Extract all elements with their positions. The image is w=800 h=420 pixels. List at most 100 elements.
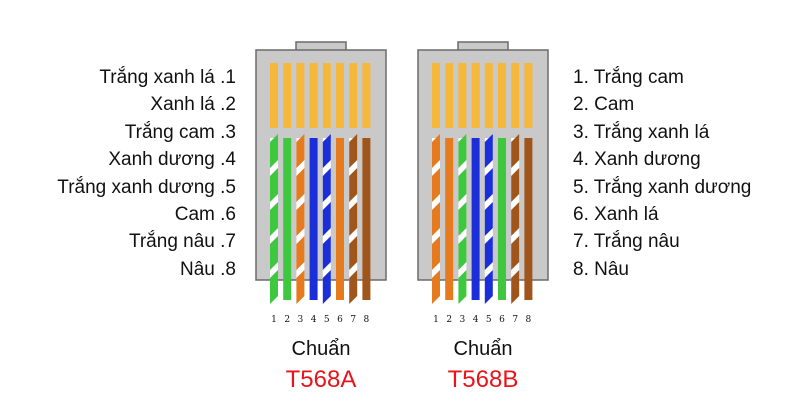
t568b-pin-labels: 1. Trắng cam 2. Cam 3. Trắng xanh lá 4. … [573,64,751,283]
t568a-wire-1-stripe [270,202,278,236]
t568a-pin-label-7: Trắng nâu .7 [128,231,236,253]
t568b-pin-label-1: 1. Trắng cam [573,67,684,88]
t568a-pin-number-2: 2 [284,315,290,325]
t568b-wire-3-stripe [458,270,467,304]
t568b-pin-label-7: 7. Trắng nâu [573,231,680,253]
t568a-wire-5-stripe [322,134,331,168]
t568b-pin-number-2: 2 [446,315,452,325]
t568a-pin-number-4: 4 [311,315,317,325]
t568a-pin-label-1: Trắng xanh lá .1 [99,67,236,88]
t568a-wire-5-stripe [322,202,331,236]
t568b-wire-5-stripe [484,270,493,304]
t568a-contact-1 [270,63,278,128]
t568a-wire-7-stripe [349,270,358,304]
t568a-wire-1-stripe [270,168,278,202]
t568b-pin-number-7: 7 [512,315,518,325]
t568a-pin-label-6: Cam .6 [174,203,236,225]
t568a-wire-7-stripe [349,168,358,202]
t568b-code: T568B [447,366,519,393]
t568a-wire-3-stripe [296,168,305,202]
t568b-contact-8 [524,63,533,128]
t568b-wire-3-stripe [458,236,467,270]
t568b-pin-label-8: 8. Nâu [573,258,629,280]
t568b-wire-1-stripe [432,236,440,270]
t568b-contact-7 [511,63,520,128]
t568b-wire-5-stripe [484,236,493,270]
t568b-contact-3 [458,63,467,128]
t568a-pin-number-5: 5 [324,315,330,325]
t568b-pin-label-4: 4. Xanh dương [573,149,701,171]
t568b-pin-label-3: 3. Trắng xanh lá [573,121,710,143]
t568b-pin-number-4: 4 [473,315,479,325]
t568a-pin-label-5: Trắng xanh dương .5 [57,176,236,198]
t568a-wire-7-stripe [349,202,358,236]
t568b-wire-5-stripe [484,202,493,236]
t568a-contact-2 [283,63,292,128]
t568b-pin-number-6: 6 [499,315,505,325]
t568b-wire-4 [471,138,480,300]
t568a-pin-number-8: 8 [364,315,370,325]
t568b-wire-7-stripe [511,270,520,304]
t568b-wire-3-stripe [458,134,467,168]
t568b-pin-number-8: 8 [526,315,532,325]
t568a-wire-4 [309,138,318,300]
t568a-wire-8 [362,138,371,300]
t568a-wire-3-stripe [296,134,305,168]
t568a-pin-labels: Trắng xanh lá .1 Xanh lá .2 Trắng cam .3… [57,64,236,283]
t568a-wire-2 [283,138,292,300]
t568a-pin-number-7: 7 [350,315,356,325]
t568b-wire-1-stripe [432,270,440,304]
t568b-wire-3-stripe [458,202,467,236]
t568a-pin-number-6: 6 [337,315,343,325]
t568b-pin-label-5: 5. Trắng xanh dương [573,176,752,198]
t568b-wire-1-stripe [432,134,440,168]
t568a-wire-7-stripe [349,236,358,270]
t568b-pin-label-6: 6. Xanh lá [573,203,659,225]
t568a-wire-7-stripe [349,134,358,168]
t568b-pin-number-5: 5 [486,315,492,325]
t568a-contact-6 [336,63,344,128]
t568a-wire-1-stripe [270,270,278,304]
t568b-wire-5-stripe [484,134,493,168]
t568b-wire-1-stripe [432,202,440,236]
t568b-wire-3-stripe [458,168,467,202]
t568a-wire-3-stripe [296,236,305,270]
t568b-contact-5 [484,63,493,128]
t568a-contact-4 [309,63,318,128]
t568b-wire-7-stripe [511,168,520,202]
t568a-wire-5-stripe [322,168,331,202]
t568b-contact-2 [445,63,454,128]
t568a-wire-3-stripe [296,202,305,236]
t568a-wire-1-stripe [270,236,278,270]
t568a-pin-number-3: 3 [298,315,304,325]
t568a-contact-3 [296,63,305,128]
t568a-wire-3-stripe [296,270,305,304]
t568a-wire-1-stripe [270,134,278,168]
t568b-contact-6 [498,63,506,128]
t568b-pin-label-2: 2. Cam [573,94,635,116]
t568b-contact-1 [432,63,440,128]
t568b-wire-7-stripe [511,202,520,236]
t568b-pin-number-3: 3 [460,315,466,325]
t568a-wire-5-stripe [322,236,331,270]
t568b-wire-8 [524,138,533,300]
t568a-pin-label-2: Xanh lá .2 [150,94,236,116]
t568a-caption: Chuẩn [291,338,351,360]
t568b-wire-1-stripe [432,168,440,202]
t568b-wire-5-stripe [484,168,493,202]
t568b-pin-number-1: 1 [433,315,439,325]
t568b-contact-4 [471,63,480,128]
t568a-pin-label-4: Xanh dương .4 [108,149,236,171]
t568a-contact-7 [349,63,358,128]
t568b-wire-7-stripe [511,236,520,270]
t568b-wire-2 [445,138,454,300]
t568a-pin-label-3: Trắng cam .3 [124,121,236,143]
t568a-pin-label-8: Nâu .8 [180,258,236,280]
t568a-code: T568A [285,366,357,393]
t568a-contact-5 [322,63,331,128]
t568b-wire-7-stripe [511,134,520,168]
t568a-wire-5-stripe [322,270,331,304]
